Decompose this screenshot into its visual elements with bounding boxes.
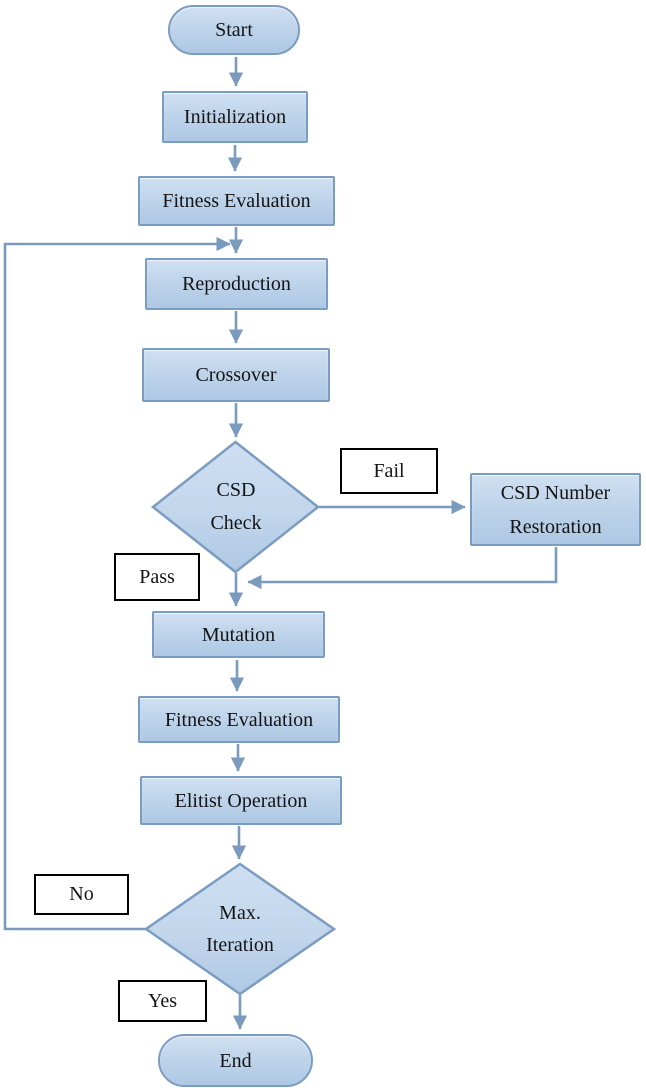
node-initialization-label: Initialization <box>183 106 287 128</box>
node-start: Start <box>168 5 300 55</box>
node-initialization: Initialization <box>162 91 308 143</box>
edge-label-no: No <box>34 874 129 915</box>
edge-label-no-text: No <box>69 883 94 905</box>
csd-check-line1: CSD <box>216 479 256 501</box>
node-fitness-evaluation-2-label: Fitness Evaluation <box>164 708 314 731</box>
node-elitist-operation: Elitist Operation <box>140 776 342 825</box>
node-mutation: Mutation <box>152 611 325 658</box>
node-fitness-evaluation-1-label: Fitness Evaluation <box>162 190 311 212</box>
max-iteration-diamond <box>143 862 337 996</box>
edge-max-iteration-no-loop <box>3 236 231 931</box>
edge-restoration-return <box>247 547 558 590</box>
node-csd-number-restoration: CSD Number Restoration <box>470 473 641 546</box>
node-crossover: Crossover <box>142 348 330 402</box>
restoration-line2: Restoration <box>509 515 602 538</box>
node-crossover-label: Crossover <box>195 364 277 386</box>
max-iteration-line2: Iteration <box>206 934 274 956</box>
node-elitist-operation-label: Elitist Operation <box>174 789 308 812</box>
max-iteration-line1: Max. <box>219 902 261 924</box>
edge-label-pass: Pass <box>114 553 200 601</box>
edge-label-fail-text: Fail <box>373 459 405 482</box>
node-fitness-evaluation-2: Fitness Evaluation <box>138 696 340 743</box>
node-end-label: End <box>219 1049 252 1072</box>
edge-label-yes: Yes <box>118 980 207 1022</box>
edge-label-pass-text: Pass <box>139 565 175 588</box>
csd-check-diamond <box>150 440 321 574</box>
restoration-line1: CSD Number <box>500 481 611 504</box>
node-end: End <box>158 1034 313 1087</box>
node-max-iteration-label: Max. Iteration <box>150 897 330 961</box>
edge-label-yes-text: Yes <box>147 989 178 1012</box>
node-reproduction: Reproduction <box>145 258 328 310</box>
node-reproduction-label: Reproduction <box>182 273 291 295</box>
node-fitness-evaluation-1: Fitness Evaluation <box>138 176 335 226</box>
edge-label-fail: Fail <box>340 448 438 494</box>
node-csd-check-label: CSD Check <box>156 474 316 540</box>
node-start-label: Start <box>215 19 253 41</box>
node-mutation-label: Mutation <box>201 623 276 646</box>
csd-check-line2: Check <box>210 512 262 534</box>
